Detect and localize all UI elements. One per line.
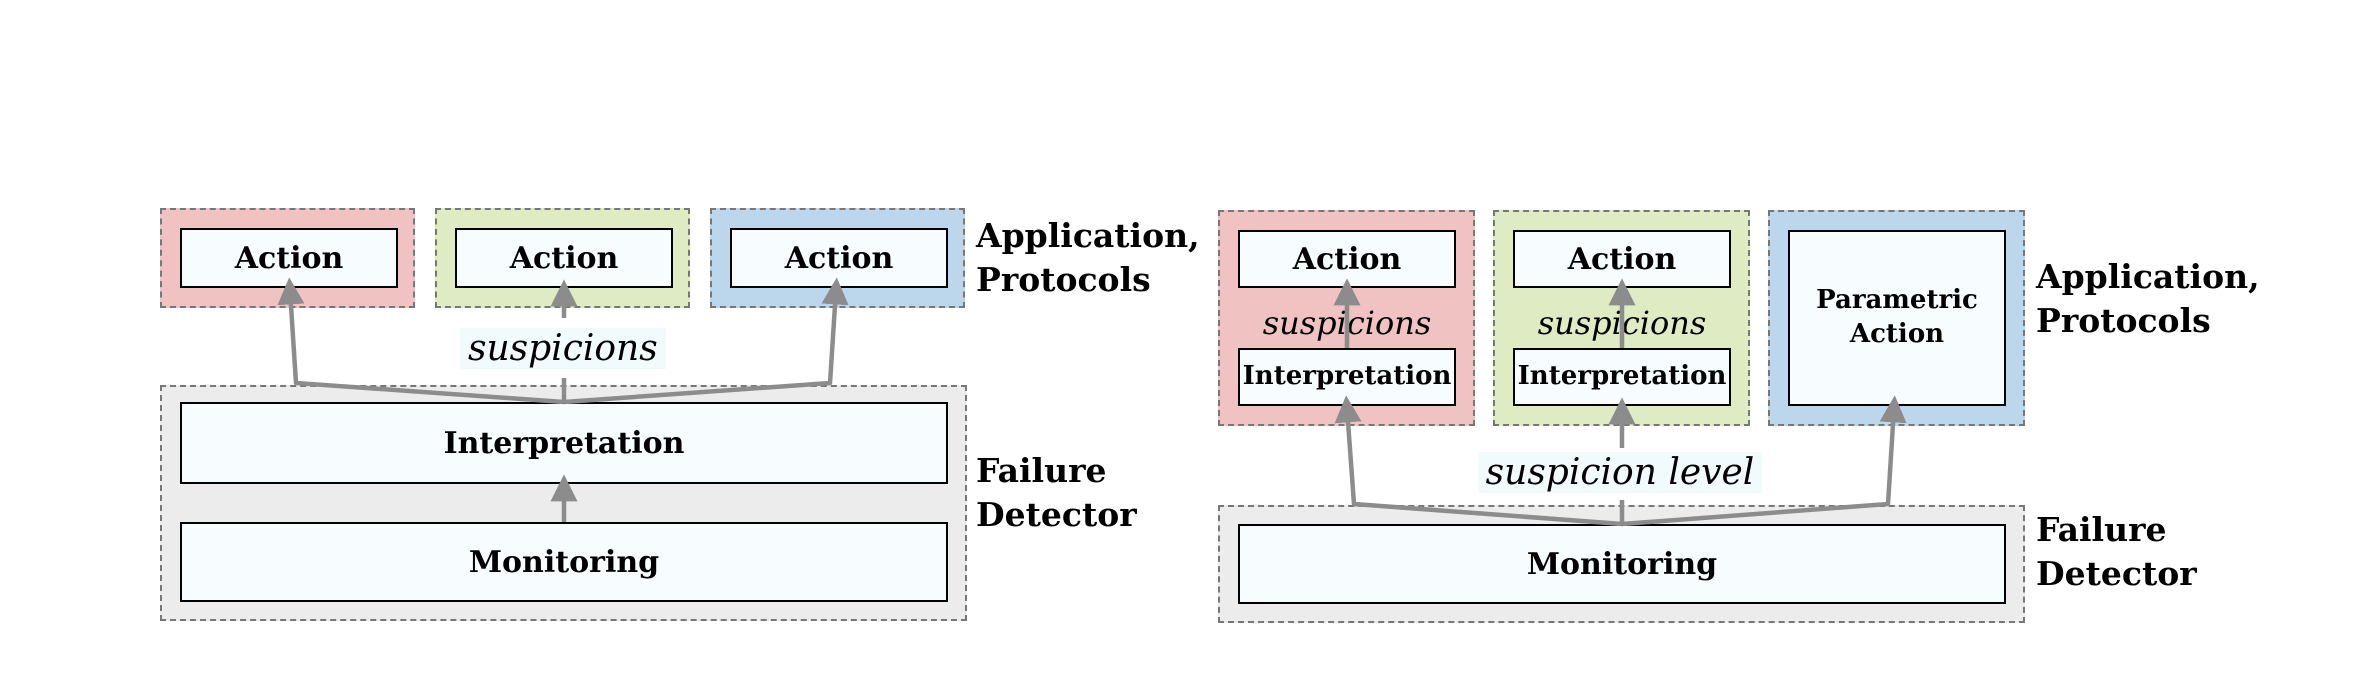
left-action-box-3: Action <box>730 228 948 288</box>
right-app-label: Application, Protocols <box>2036 255 2260 342</box>
left-interpretation-box: Interpretation <box>180 402 948 484</box>
left-action-box-2: Action <box>455 228 673 288</box>
right-interpretation-box-1: Interpretation <box>1238 348 1456 406</box>
left-fd-label-line1: Failure <box>976 451 1107 490</box>
right-app-label-line1: Application, <box>2036 257 2260 296</box>
right-fd-label: Failure Detector <box>2036 508 2197 595</box>
right-fd-label-line2: Detector <box>2036 553 2197 593</box>
right-monitoring-box: Monitoring <box>1238 524 2006 604</box>
left-suspicions-text: suspicions <box>460 328 666 369</box>
right-suspicions-label-2: suspicions <box>1537 304 1707 342</box>
right-suspicions-label-1: suspicions <box>1262 304 1432 342</box>
left-fd-label: Failure Detector <box>976 449 1137 536</box>
right-fd-label-line1: Failure <box>2036 510 2167 549</box>
right-interpretation-box-2: Interpretation <box>1513 348 1731 406</box>
right-parametric-action-line2: Action <box>1849 319 1945 349</box>
left-app-label: Application, Protocols <box>976 214 1200 301</box>
right-suspicion-level-text: suspicion level <box>1477 452 1763 493</box>
left-action-box-1: Action <box>180 228 398 288</box>
right-suspicion-level-label: suspicion level <box>1470 452 1770 493</box>
right-parametric-action-line1: Parametric <box>1816 285 1978 316</box>
left-monitoring-box: Monitoring <box>180 522 948 602</box>
right-action-box-2: Action <box>1513 230 1731 288</box>
right-parametric-action-box: Parametric Action <box>1788 230 2006 406</box>
left-app-label-line2: Protocols <box>976 259 1151 299</box>
left-app-label-line1: Application, <box>976 216 1200 255</box>
left-fd-label-line2: Detector <box>976 494 1137 534</box>
left-suspicions-label: suspicions <box>460 328 666 369</box>
right-app-label-line2: Protocols <box>2036 300 2211 340</box>
right-action-box-1: Action <box>1238 230 1456 288</box>
